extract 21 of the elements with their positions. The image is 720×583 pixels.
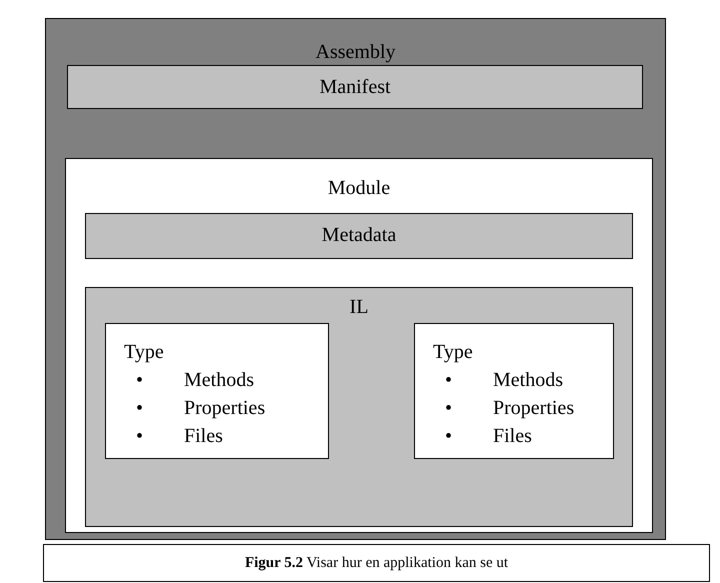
list-item: • Files xyxy=(445,424,533,449)
manifest-box xyxy=(67,65,643,109)
list-item: • Properties xyxy=(136,396,266,421)
module-box xyxy=(65,158,653,533)
figure-caption: Figur 5.2 Visar hur en applikation kan se ut xyxy=(43,544,710,582)
box-title: IL xyxy=(348,296,370,319)
list-item: • Methods xyxy=(136,368,256,393)
type-box xyxy=(105,323,329,459)
il-box xyxy=(85,287,633,527)
assembly-box xyxy=(45,18,666,540)
box-title: Manifest xyxy=(318,76,392,99)
type-heading: Type xyxy=(433,340,473,365)
box-title: Assembly xyxy=(314,41,396,64)
list-item: • Methods xyxy=(445,368,564,393)
type-box xyxy=(414,323,614,459)
box-title: Module xyxy=(326,177,392,200)
type-heading: Type xyxy=(124,340,164,365)
metadata-box xyxy=(85,213,633,259)
box-title: Metadata xyxy=(320,224,398,247)
list-item: • Properties xyxy=(445,396,574,421)
list-item: • Files xyxy=(136,424,224,449)
